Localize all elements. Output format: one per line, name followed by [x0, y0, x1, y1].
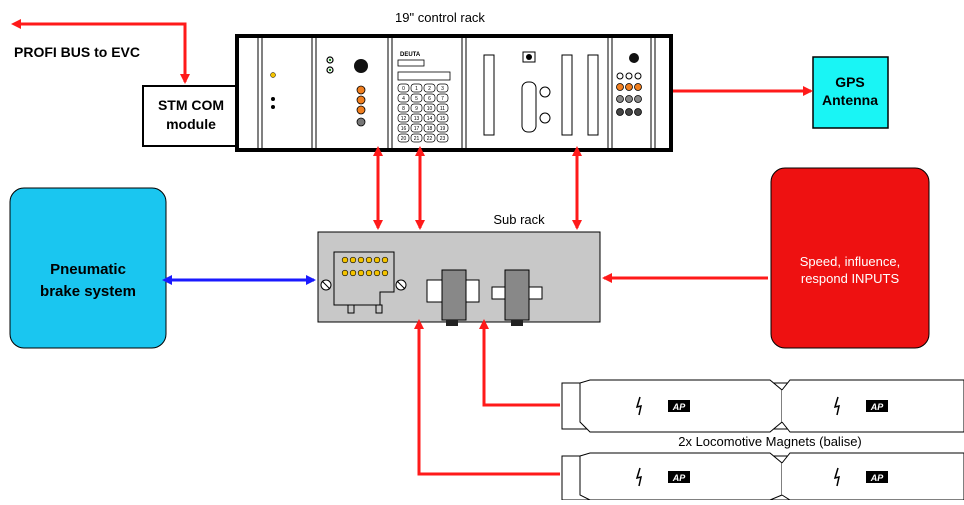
magnet2-arrow	[414, 319, 560, 476]
brake-line1: Pneumatic	[50, 261, 126, 278]
terminal-screw	[357, 256, 365, 264]
keypad-key: 23	[436, 133, 449, 143]
terminal-screw	[373, 269, 381, 277]
svg-text:8: 8	[402, 106, 405, 112]
keypad-key: 20	[397, 133, 410, 143]
gps-line2: Antenna	[822, 92, 878, 108]
sub-rack	[317, 231, 601, 326]
deuta-label: DEUTA	[400, 52, 421, 58]
terminal-screw	[341, 269, 349, 277]
magnet-logo: AP	[833, 396, 888, 416]
svg-text:21: 21	[414, 136, 420, 142]
stm-line1: STM COM	[158, 97, 224, 113]
keypad-key: 1	[410, 83, 423, 93]
inputs-line2: respond INPUTS	[801, 271, 900, 286]
svg-text:20: 20	[401, 136, 407, 142]
terminal-screw	[381, 256, 389, 264]
svg-text:2: 2	[428, 86, 431, 92]
svg-text:3: 3	[441, 86, 444, 92]
terminal-screw	[373, 256, 381, 264]
svg-text:AP: AP	[870, 473, 884, 483]
svg-text:1: 1	[415, 86, 418, 92]
keypad-key: 15	[436, 113, 449, 123]
keypad-key: 14	[423, 113, 436, 123]
keypad-key: 19	[436, 123, 449, 133]
speed-inputs-box	[770, 167, 930, 349]
svg-text:AP: AP	[870, 402, 884, 412]
keypad-key: 12	[397, 113, 410, 123]
terminal-screw	[349, 269, 357, 277]
profibus-label: PROFI BUS to EVC	[14, 44, 140, 60]
keypad-key: 9	[410, 103, 423, 113]
terminal-screw	[381, 269, 389, 277]
keypad-key: 16	[397, 123, 410, 133]
svg-text:13: 13	[414, 116, 420, 122]
svg-text:18: 18	[427, 126, 433, 132]
keypad-key: 0	[397, 83, 410, 93]
keypad-key: 7	[436, 93, 449, 103]
magnet1-arrow	[479, 319, 560, 407]
sub-rack-title: Sub rack	[493, 212, 545, 227]
terminal-screw	[341, 256, 349, 264]
svg-text:11: 11	[440, 106, 445, 112]
svg-text:AP: AP	[672, 402, 686, 412]
keypad-key: 5	[410, 93, 423, 103]
svg-text:15: 15	[440, 116, 446, 122]
magnet-1	[561, 379, 964, 433]
inputs-line1: Speed, influence,	[800, 254, 900, 269]
terminal-screw	[365, 269, 373, 277]
keypad-key: 4	[397, 93, 410, 103]
magnet-logo: AP	[635, 467, 690, 487]
keypad-key: 10	[423, 103, 436, 113]
keypad-key: 2	[423, 83, 436, 93]
svg-text:6: 6	[428, 96, 431, 102]
keypad-key: 8	[397, 103, 410, 113]
keypad-key: 3	[436, 83, 449, 93]
svg-text:22: 22	[427, 136, 433, 142]
svg-text:0: 0	[402, 86, 405, 92]
magnet-logo: AP	[833, 467, 888, 487]
gps-antenna-box	[812, 56, 889, 129]
svg-text:AP: AP	[672, 473, 686, 483]
stm-line2: module	[166, 116, 216, 132]
keypad-key: 13	[410, 113, 423, 123]
control-rack-title: 19" control rack	[395, 10, 485, 25]
svg-text:14: 14	[427, 116, 433, 122]
magnet-logo: AP	[635, 396, 690, 416]
svg-text:12: 12	[401, 116, 407, 122]
magnets-label: 2x Locomotive Magnets (balise)	[678, 434, 862, 449]
svg-text:16: 16	[401, 126, 407, 132]
svg-text:7: 7	[441, 96, 444, 102]
brake-system-box	[9, 187, 167, 349]
svg-text:17: 17	[414, 126, 420, 132]
svg-text:5: 5	[415, 96, 418, 102]
keypad-key: 21	[410, 133, 423, 143]
terminal-screw	[365, 256, 373, 264]
svg-text:9: 9	[415, 106, 418, 112]
terminal-screw	[349, 256, 357, 264]
brake-line2: brake system	[40, 283, 136, 300]
svg-text:10: 10	[427, 106, 433, 112]
terminal-screw	[357, 269, 365, 277]
svg-text:4: 4	[402, 96, 405, 102]
svg-text:23: 23	[440, 136, 446, 142]
keypad-key: 11	[436, 103, 449, 113]
keypad-key: 6	[423, 93, 436, 103]
svg-text:19: 19	[440, 126, 446, 132]
keypad-key: 18	[423, 123, 436, 133]
profibus-arrow	[11, 19, 190, 84]
keypad-key: 17	[410, 123, 423, 133]
magnet-2	[561, 452, 964, 501]
keypad-key: 22	[423, 133, 436, 143]
gps-line1: GPS	[835, 74, 865, 90]
